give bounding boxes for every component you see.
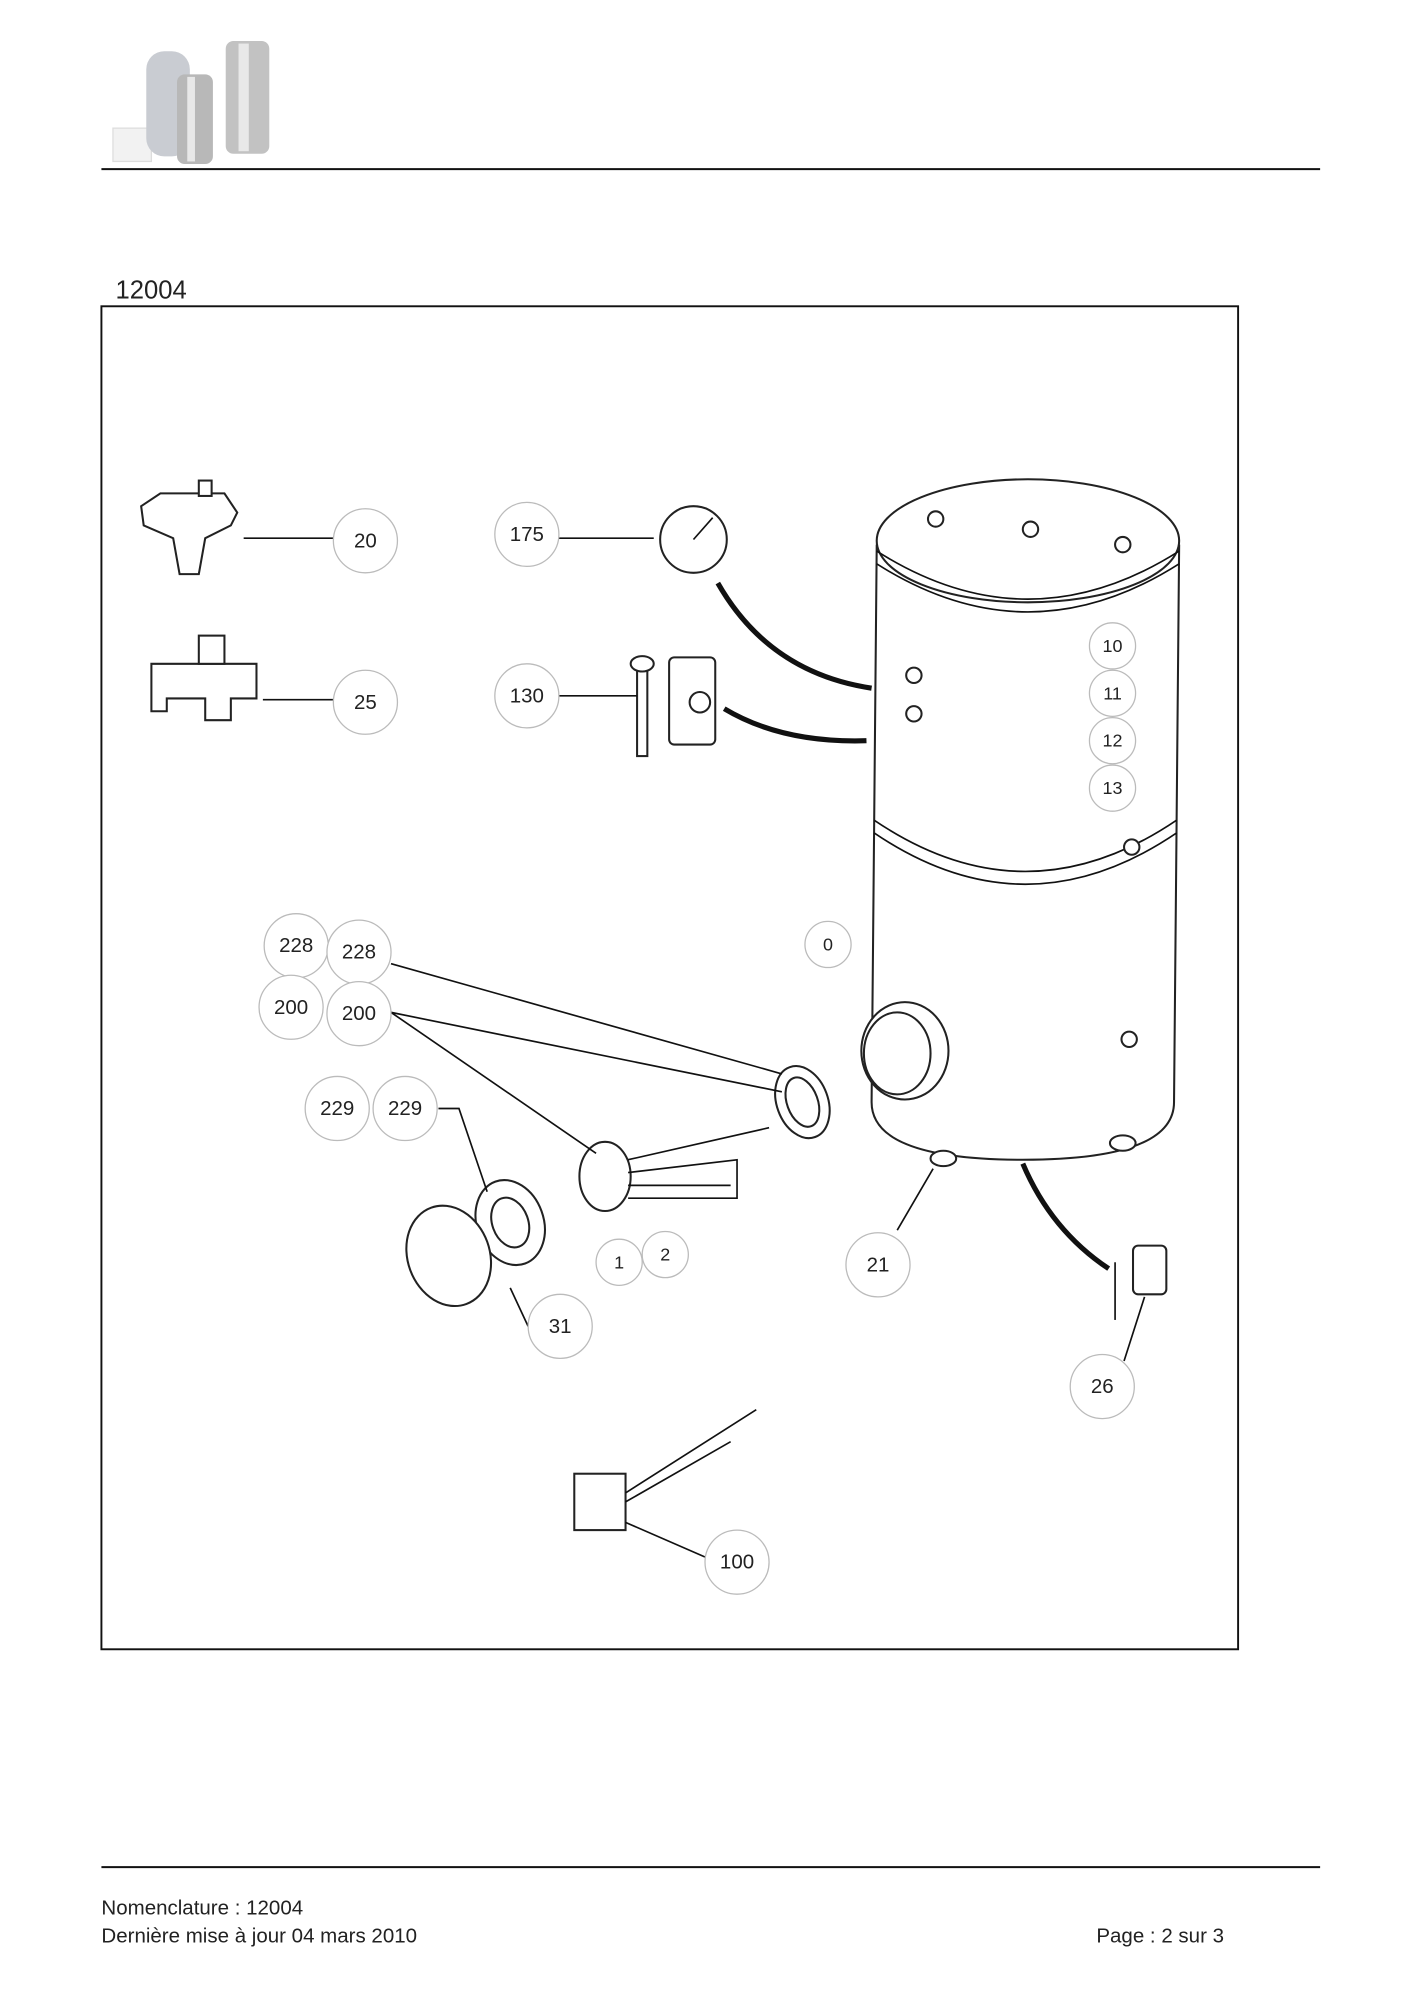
diagram-frame [100,305,1240,1651]
footer-nomenclature: Nomenclature : 12004 [101,1897,303,1920]
diagram-title: 12004 [116,277,187,305]
svg-text:228: 228 [342,941,376,964]
svg-text:229: 229 [388,1097,422,1120]
callout-13: 13 [1088,764,1137,812]
tank-drawing [860,478,1181,1168]
svg-text:31: 31 [549,1315,572,1338]
callout-200a: 200 [258,974,324,1040]
svg-text:228: 228 [279,934,313,957]
svg-text:13: 13 [1103,778,1123,798]
svg-text:1: 1 [614,1252,624,1272]
header-logo [112,41,270,165]
callout-10: 10 [1088,622,1137,670]
svg-text:130: 130 [510,684,544,707]
footer-page: Page : 2 sur 3 [1096,1925,1224,1948]
callout-31: 31 [527,1293,593,1360]
svg-text:12: 12 [1103,731,1123,751]
callout-1: 1 [595,1238,643,1286]
svg-text:175: 175 [510,523,544,546]
callouts: 20 175 25 130 10 11 12 13 0 228 228 200 … [258,501,1137,1595]
callout-2: 2 [641,1230,689,1279]
callout-11: 11 [1088,669,1137,717]
svg-text:26: 26 [1091,1375,1114,1398]
callout-228b: 228 [326,919,392,985]
callout-200b: 200 [326,980,392,1047]
callout-229b: 229 [372,1075,438,1142]
callout-12: 12 [1088,716,1137,765]
callout-229a: 229 [304,1075,370,1142]
callout-0: 0 [804,920,852,969]
callout-175: 175 [494,501,560,568]
svg-text:0: 0 [823,934,833,954]
leader-lines [243,537,1146,1558]
callout-100: 100 [704,1529,770,1595]
callout-25: 25 [332,669,399,735]
svg-text:11: 11 [1103,683,1122,703]
callout-228a: 228 [263,913,329,979]
part-drawings [140,479,1168,1532]
svg-text:100: 100 [720,1551,754,1574]
svg-text:200: 200 [342,1002,376,1025]
callout-26: 26 [1069,1353,1135,1420]
svg-text:229: 229 [320,1097,354,1120]
svg-text:25: 25 [354,691,377,714]
callout-130: 130 [494,663,560,729]
footer-updated: Dernière mise à jour 04 mars 2010 [101,1925,417,1948]
callout-20: 20 [332,508,399,574]
svg-text:21: 21 [867,1253,890,1276]
svg-text:10: 10 [1103,636,1123,656]
svg-text:20: 20 [354,529,377,552]
svg-text:2: 2 [660,1245,670,1265]
callout-21: 21 [845,1232,911,1298]
svg-text:200: 200 [274,996,308,1019]
